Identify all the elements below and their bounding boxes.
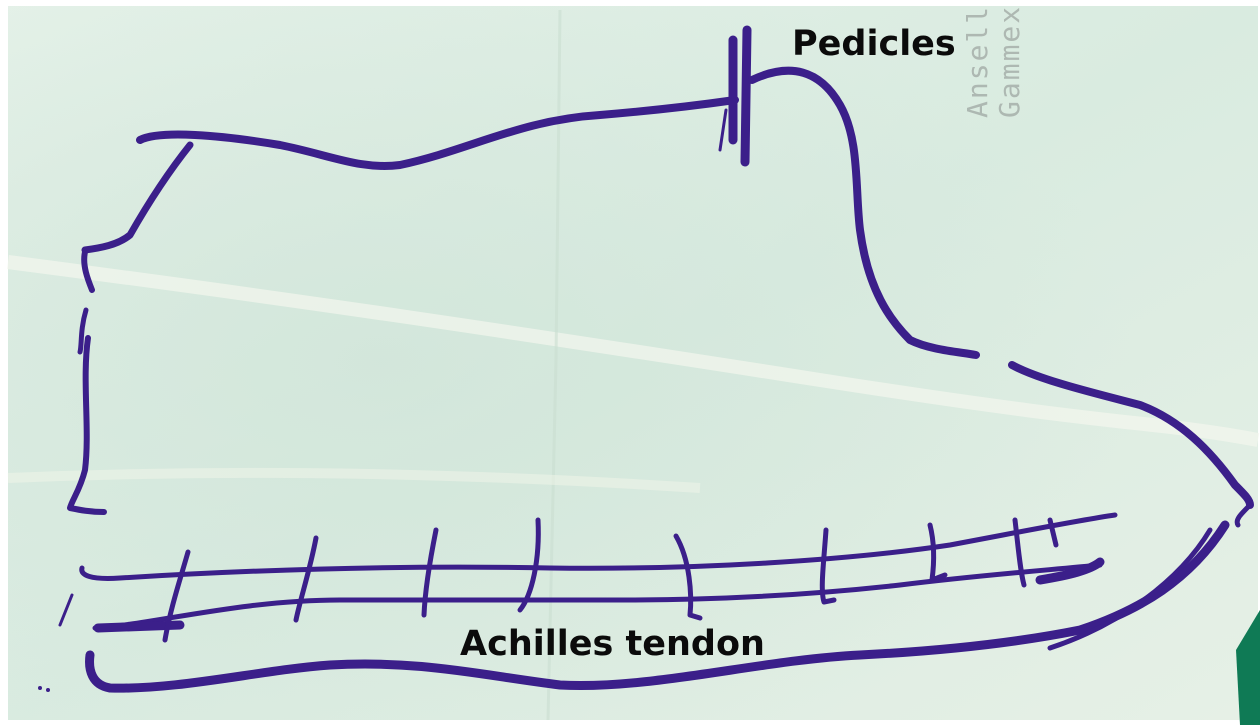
pedicle-mark xyxy=(745,30,747,162)
achilles-tendon-label: Achilles tendon xyxy=(460,624,765,664)
stamp-line: Gammex xyxy=(994,5,1026,118)
pedicles-label: Pedicles xyxy=(792,24,956,64)
stamp-line: Ansell xyxy=(962,5,994,118)
glove-brand-stamp: Ansell Gammex xyxy=(962,5,1026,118)
